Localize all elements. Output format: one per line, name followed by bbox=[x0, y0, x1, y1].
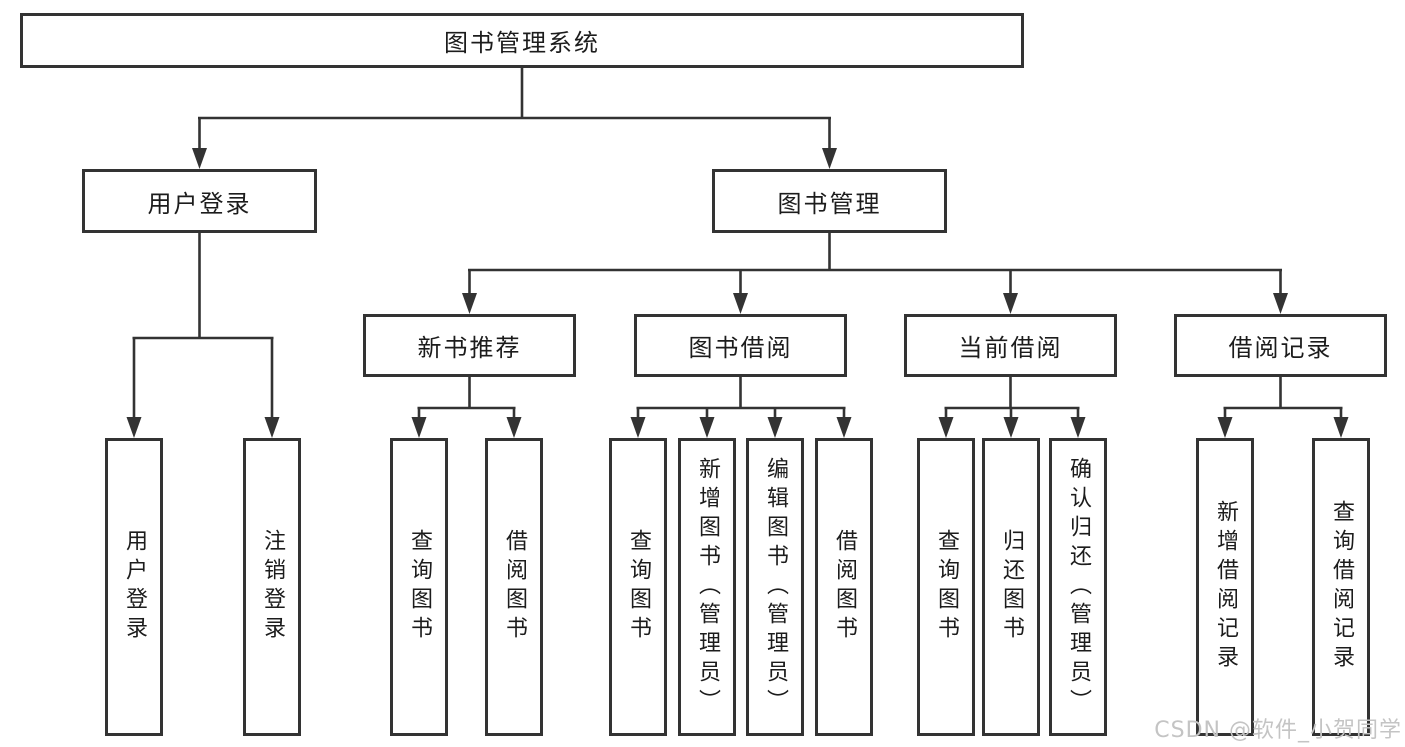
leaf-query-borrow-record: 查询借阅记录 bbox=[1312, 438, 1370, 736]
leaf-recommend-query-books: 查询图书 bbox=[390, 438, 448, 736]
leaf-add-books-admin: 新增图书（管理员） bbox=[678, 438, 736, 736]
csdn-watermark: CSDN @软件_小贺同学 bbox=[1154, 718, 1402, 743]
node-book-management-label: 图书管理 bbox=[777, 189, 882, 218]
leaf-recommend-query-books-label: 查询图书 bbox=[407, 529, 432, 645]
node-book-borrowing: 图书借阅 bbox=[634, 314, 847, 377]
leaf-borrowing-borrow-books: 借阅图书 bbox=[815, 438, 873, 736]
leaf-edit-books-admin-label: 编辑图书（管理员） bbox=[763, 456, 788, 718]
leaf-current-query-books: 查询图书 bbox=[917, 438, 975, 736]
node-user-login-label: 用户登录 bbox=[147, 189, 252, 218]
leaf-user-login: 用户登录 bbox=[105, 438, 163, 736]
leaf-confirm-return-admin: 确认归还（管理员） bbox=[1049, 438, 1107, 736]
leaf-recommend-borrow-books: 借阅图书 bbox=[485, 438, 543, 736]
leaf-return-books: 归还图书 bbox=[982, 438, 1040, 736]
leaf-query-borrow-record-label: 查询借阅记录 bbox=[1329, 500, 1354, 674]
leaf-add-books-admin-label: 新增图书（管理员） bbox=[695, 456, 720, 718]
leaf-borrowing-query-books: 查询图书 bbox=[609, 438, 667, 736]
leaf-logout-label: 注销登录 bbox=[260, 529, 285, 645]
node-root: 图书管理系统 bbox=[20, 13, 1024, 68]
node-user-login: 用户登录 bbox=[82, 169, 317, 233]
node-current-borrowing: 当前借阅 bbox=[904, 314, 1117, 377]
node-root-label: 图书管理系统 bbox=[444, 29, 600, 57]
leaf-add-borrow-record-label: 新增借阅记录 bbox=[1213, 500, 1238, 674]
leaf-confirm-return-admin-label: 确认归还（管理员） bbox=[1066, 456, 1091, 718]
node-borrowing-records: 借阅记录 bbox=[1174, 314, 1387, 377]
leaf-user-login-label: 用户登录 bbox=[122, 529, 147, 645]
leaf-borrowing-borrow-books-label: 借阅图书 bbox=[832, 529, 857, 645]
leaf-return-books-label: 归还图书 bbox=[999, 529, 1024, 645]
leaf-borrowing-query-books-label: 查询图书 bbox=[626, 529, 651, 645]
leaf-recommend-borrow-books-label: 借阅图书 bbox=[502, 529, 527, 645]
leaf-edit-books-admin: 编辑图书（管理员） bbox=[746, 438, 804, 736]
node-borrowing-records-label: 借阅记录 bbox=[1228, 334, 1333, 362]
node-new-book-recommend: 新书推荐 bbox=[363, 314, 576, 377]
node-book-management: 图书管理 bbox=[712, 169, 947, 233]
node-current-borrowing-label: 当前借阅 bbox=[958, 334, 1063, 362]
node-new-book-recommend-label: 新书推荐 bbox=[417, 334, 522, 362]
leaf-current-query-books-label: 查询图书 bbox=[934, 529, 959, 645]
node-book-borrowing-label: 图书借阅 bbox=[688, 334, 793, 362]
leaf-logout: 注销登录 bbox=[243, 438, 301, 736]
leaf-add-borrow-record: 新增借阅记录 bbox=[1196, 438, 1254, 736]
